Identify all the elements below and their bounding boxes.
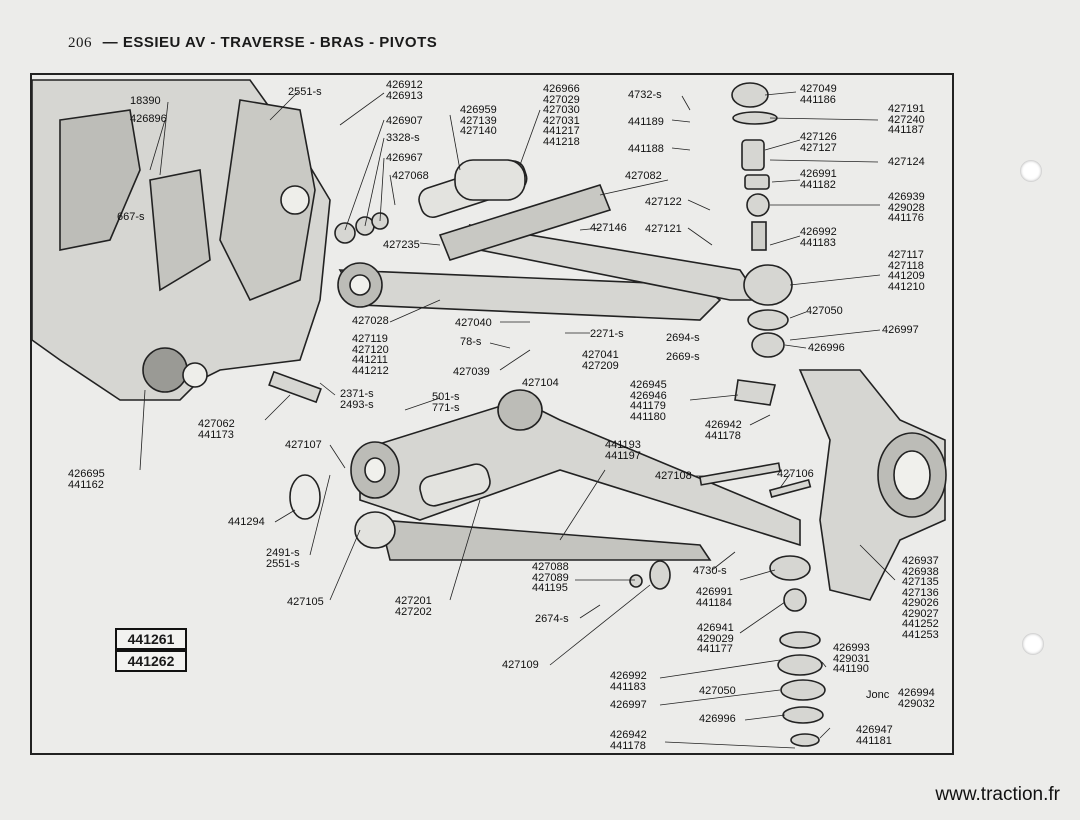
part-label: 427108 — [655, 470, 692, 482]
part-label: 427088 427089 441195 — [532, 561, 569, 594]
part-label: 427082 — [625, 170, 662, 182]
part-label: 441193 441197 — [605, 439, 641, 462]
part-label: 427062 441173 — [198, 418, 235, 441]
part-label: 3328-s — [386, 132, 420, 144]
part-label: 426993 429031 441190 — [833, 642, 870, 675]
part-label: 427146 — [590, 222, 627, 234]
part-label: 426959 427139 427140 — [460, 104, 497, 137]
part-label: 427106 — [777, 468, 814, 480]
part-label: 426941 429029 441177 — [697, 622, 734, 655]
part-label: 426992 441183 — [800, 226, 837, 249]
part-label: 427121 — [645, 223, 682, 235]
part-label: 426912 426913 — [386, 79, 423, 102]
part-label: 426991 441184 — [696, 586, 733, 609]
part-label: 2491-s 2551-s — [266, 547, 300, 570]
part-label: 4732-s — [628, 89, 662, 101]
part-label: 426997 — [882, 324, 919, 336]
part-label: 426947 441181 — [856, 724, 893, 747]
part-label: 426907 — [386, 115, 423, 127]
part-label: 2674-s — [535, 613, 569, 625]
part-label: 427201 427202 — [395, 595, 432, 618]
part-label: 2669-s — [666, 351, 700, 363]
part-label: 427126 427127 — [800, 131, 837, 154]
part-label: 426994 429032 — [898, 687, 935, 710]
part-label: 426992 441183 — [610, 670, 647, 693]
page-header: 206 — ESSIEU AV - TRAVERSE - BRAS - PIVO… — [68, 34, 437, 52]
part-label: 427039 — [453, 366, 490, 378]
part-label: 2551-s — [288, 86, 322, 98]
part-label: 427050 — [806, 305, 843, 317]
part-label: 426937 426938 427135 427136 429026 42902… — [902, 555, 939, 641]
part-label: 427107 — [285, 439, 322, 451]
part-label: 426942 441178 — [610, 729, 647, 752]
reference-number: 441262 — [115, 650, 187, 672]
part-label: 427117 427118 441209 441210 — [888, 249, 925, 293]
part-label: 18390 — [130, 95, 161, 107]
binder-hole-top — [1020, 160, 1042, 182]
reference-number: 441261 — [115, 628, 187, 650]
part-label: 427105 — [287, 596, 324, 608]
diagram-frame — [30, 73, 954, 755]
part-label: 427040 — [455, 317, 492, 329]
part-label: 427028 — [352, 315, 389, 327]
part-label: 2271-s — [590, 328, 624, 340]
part-label: 2371-s 2493-s — [340, 388, 374, 411]
part-label: 426896 — [130, 113, 167, 125]
part-label: 426996 — [808, 342, 845, 354]
part-label: 427124 — [888, 156, 925, 168]
part-label: 441294 — [228, 516, 265, 528]
part-label: 427119 427120 441211 441212 — [352, 333, 389, 377]
website-footer: www.traction.fr — [935, 784, 1060, 805]
part-label: 427109 — [502, 659, 539, 671]
part-label: 4730-s — [693, 565, 727, 577]
part-label: 426996 — [699, 713, 736, 725]
part-label: 426939 429028 441176 — [888, 191, 925, 224]
page-number: 206 — [68, 35, 92, 51]
part-label: 427050 — [699, 685, 736, 697]
part-label: 427041 427209 — [582, 349, 619, 372]
part-label: 427068 — [392, 170, 429, 182]
part-label: 426942 441178 — [705, 419, 742, 442]
part-label: 426991 441182 — [800, 168, 837, 191]
part-label: 427122 — [645, 196, 682, 208]
part-label: 426945 426946 441179 441180 — [630, 379, 667, 423]
part-label: 2694-s — [666, 332, 700, 344]
binder-hole-bottom — [1022, 633, 1044, 655]
part-label: 426967 — [386, 152, 423, 164]
part-label: 426695 441162 — [68, 468, 105, 491]
part-label: 427191 427240 441187 — [888, 103, 925, 136]
part-label: 426966 427029 427030 427031 441217 44121… — [543, 83, 580, 148]
stub-axle — [798, 369, 946, 601]
part-label: 441188 — [628, 143, 664, 155]
part-label: 667-s — [117, 211, 145, 223]
part-label: 427104 — [522, 377, 559, 389]
part-label: 426997 — [610, 699, 647, 711]
part-label: 78-s — [460, 336, 482, 348]
part-label: 427049 441186 — [800, 83, 837, 106]
part-label: 427235 — [383, 239, 420, 251]
part-label: Jonc — [866, 689, 890, 701]
part-label: 501-s 771-s — [432, 391, 460, 414]
page-title: — ESSIEU AV - TRAVERSE - BRAS - PIVOTS — [102, 34, 438, 51]
part-label: 441189 — [628, 116, 664, 128]
